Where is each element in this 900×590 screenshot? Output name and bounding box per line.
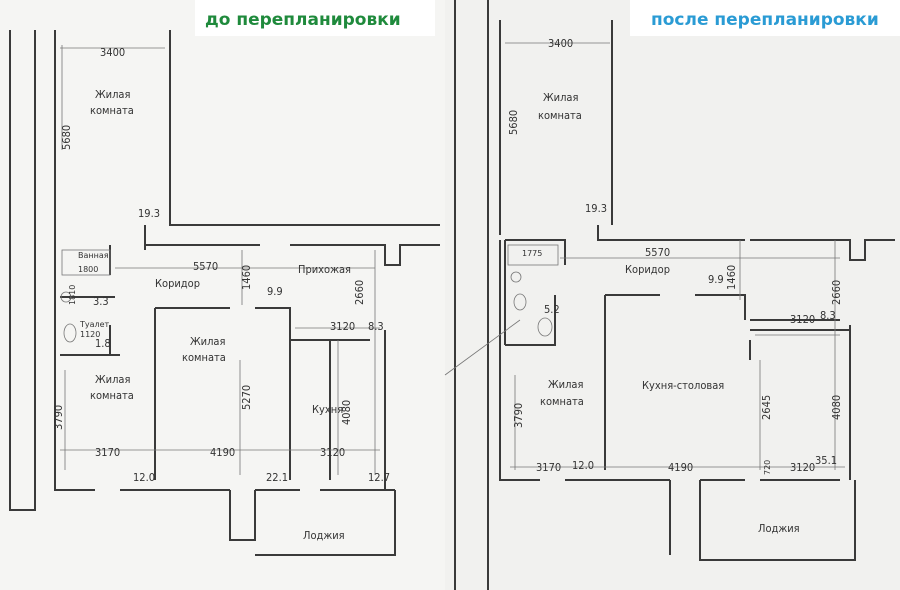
room3-label-2: комната xyxy=(540,395,584,408)
dim-5570: 5570 xyxy=(193,260,218,273)
dim-3120b: 3120 xyxy=(320,446,345,459)
plan-before: 3400 5680 Жилая комната 19.3 Ванная 1800… xyxy=(0,0,445,590)
toilet-label: Туалет xyxy=(79,320,110,329)
area-1-8: 1.8 xyxy=(95,337,111,350)
area-12-7: 12.7 xyxy=(368,471,390,484)
dim-3400: 3400 xyxy=(548,37,573,50)
dim-3120a: 3120 xyxy=(790,313,815,326)
dim-3170: 3170 xyxy=(536,461,561,474)
dim-4080: 4080 xyxy=(340,400,353,425)
area-19-3: 19.3 xyxy=(585,202,607,215)
dim-1120: 1120 xyxy=(80,330,100,339)
area-9-9: 9.9 xyxy=(708,273,724,286)
title-after: после перепланировки xyxy=(651,10,879,30)
plan-after: 3400 5680 Жилая комната 19.3 1775 5570 К… xyxy=(444,0,900,590)
area-5-2: 5.2 xyxy=(544,303,560,316)
area-9-9: 9.9 xyxy=(267,285,283,298)
dim-3790: 3790 xyxy=(52,405,65,430)
dim-4190: 4190 xyxy=(210,446,235,459)
area-12-0: 12.0 xyxy=(133,471,155,484)
dim-2660: 2660 xyxy=(830,280,843,305)
room3-label-1: Жилая xyxy=(548,378,583,391)
title-before: до перепланировки xyxy=(205,10,401,30)
area-8-3: 8.3 xyxy=(368,320,384,333)
hall-label: Прихожая xyxy=(298,263,351,276)
dim-4190: 4190 xyxy=(668,461,693,474)
dim-3120a: 3120 xyxy=(330,320,355,333)
dim-1775: 1775 xyxy=(522,249,542,258)
room3-label-1: Жилая xyxy=(95,373,130,386)
room1-label-1: Жилая xyxy=(543,91,578,104)
dim-1460: 1460 xyxy=(725,265,738,290)
loggia-label: Лоджия xyxy=(303,529,345,542)
kitchen-dining-label: Кухня-столовая xyxy=(642,379,724,392)
corridor-label: Коридор xyxy=(155,277,200,290)
bath-label: Ванная xyxy=(78,251,109,260)
dim-2660: 2660 xyxy=(353,280,366,305)
dim-720: 720 xyxy=(763,460,772,475)
room1-label-2: комната xyxy=(538,109,582,122)
area-19-3: 19.3 xyxy=(138,207,160,220)
dim-3170: 3170 xyxy=(95,446,120,459)
room2-label-2: комната xyxy=(182,351,226,364)
area-22-1: 22.1 xyxy=(266,471,288,484)
corridor-label: Коридор xyxy=(625,263,670,276)
dim-3400: 3400 xyxy=(100,46,125,59)
room1-label-1: Жилая xyxy=(95,88,130,101)
dim-5270: 5270 xyxy=(240,385,253,410)
dim-5680: 5680 xyxy=(60,125,73,150)
room1-label-2: комната xyxy=(90,104,134,117)
loggia-label: Лоджия xyxy=(758,522,800,535)
dim-1810: 1810 xyxy=(68,285,77,305)
dim-5680: 5680 xyxy=(507,110,520,135)
area-8-3: 8.3 xyxy=(820,309,836,322)
dim-3120b: 3120 xyxy=(790,461,815,474)
dim-3790: 3790 xyxy=(512,403,525,428)
area-12-0: 12.0 xyxy=(572,459,594,472)
dim-1800: 1800 xyxy=(78,265,98,274)
room3-label-2: комната xyxy=(90,389,134,402)
dim-5570: 5570 xyxy=(645,246,670,259)
dim-2645: 2645 xyxy=(760,395,773,420)
area-35-1: 35.1 xyxy=(815,454,837,467)
room2-label-1: Жилая xyxy=(190,335,225,348)
dim-4080: 4080 xyxy=(830,395,843,420)
dim-1460: 1460 xyxy=(240,265,253,290)
kitchen-label: Кухня xyxy=(312,403,343,416)
area-3-3: 3.3 xyxy=(93,295,109,308)
